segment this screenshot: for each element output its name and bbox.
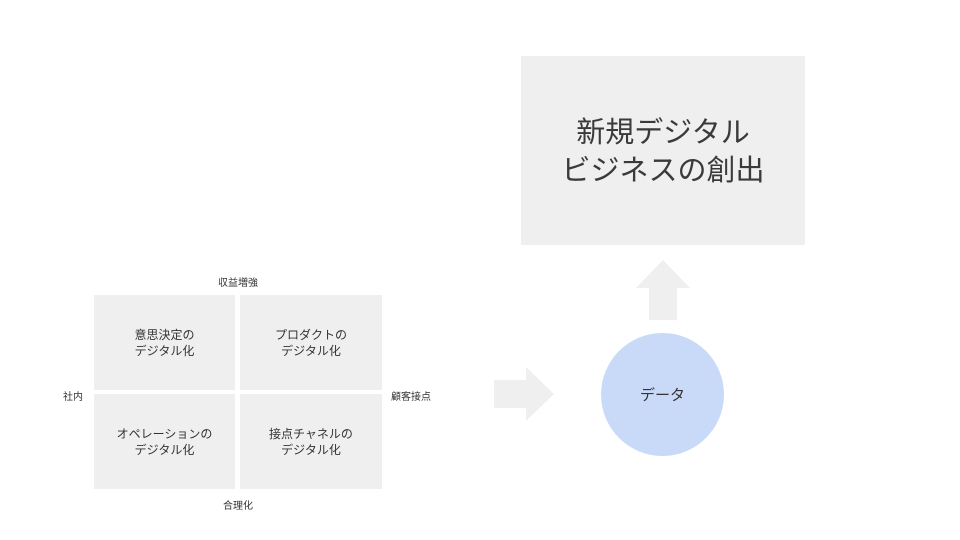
quadrant-label-line1: オペレーションの [116, 426, 213, 441]
quadrant-label-line2: デジタル化 [281, 343, 341, 358]
quadrant-label-line1: プロダクトの [274, 327, 347, 342]
axis-label-right: 顧客接点 [391, 392, 431, 403]
quadrant-operation-digitalization: オペレーションの デジタル化 [94, 394, 235, 489]
new-digital-business-box: 新規デジタル ビジネスの創出 [521, 56, 805, 245]
quadrant-label-line2: デジタル化 [281, 442, 341, 457]
quadrant-label-line1: 接点チャネルの [269, 426, 353, 441]
result-line1: 新規デジタル [576, 114, 750, 149]
axis-label-bottom: 合理化 [223, 501, 253, 512]
quadrant-label-line2: デジタル化 [134, 442, 195, 457]
quadrant-product-digitalization: プロダクトの デジタル化 [240, 295, 382, 390]
data-node-label: データ [639, 386, 685, 404]
quadrant-label-line1: 意思決定の [134, 327, 195, 342]
quadrant-channel-digitalization: 接点チャネルの デジタル化 [240, 394, 382, 489]
quadrant-decision-digitalization: 意思決定の デジタル化 [94, 295, 235, 390]
axis-label-top: 収益増強 [218, 278, 258, 289]
up-arrow-icon [636, 260, 690, 320]
axis-label-left: 社内 [63, 392, 83, 403]
right-arrow-icon [494, 367, 554, 421]
quadrant-label-line2: デジタル化 [134, 343, 195, 358]
result-line2: ビジネスの創出 [561, 152, 765, 187]
data-node: データ [601, 333, 724, 456]
